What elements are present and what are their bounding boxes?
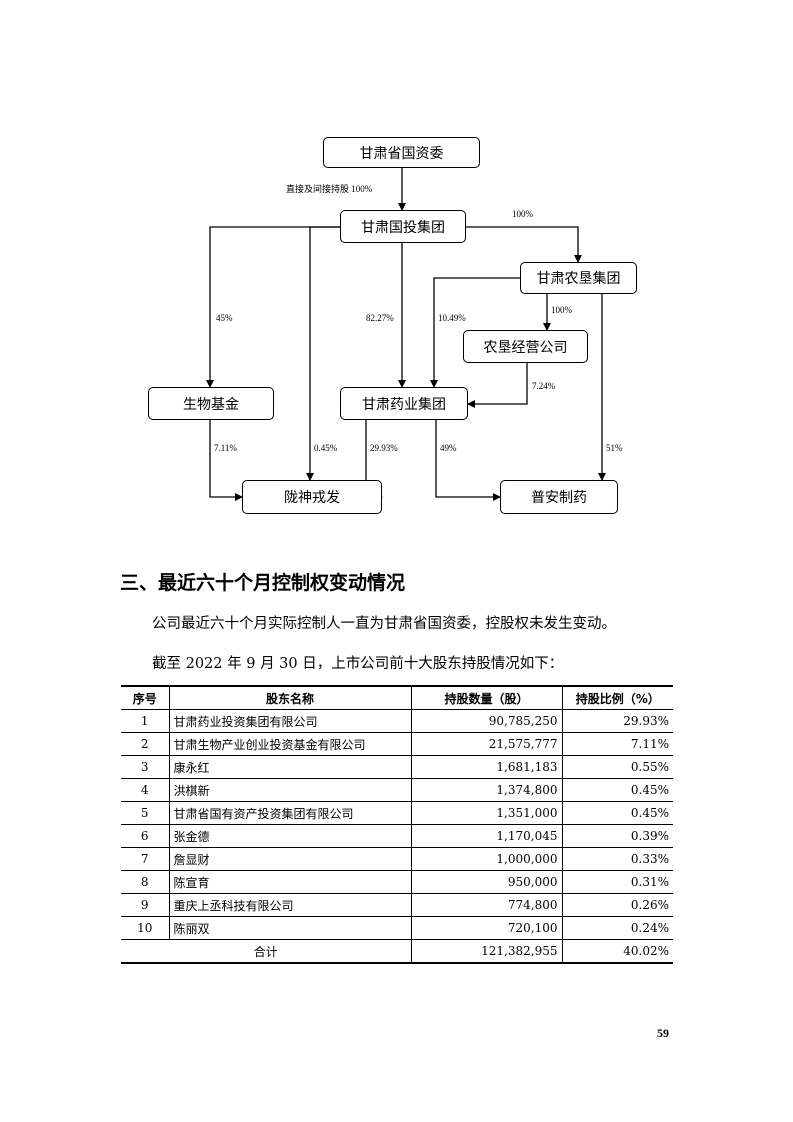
label-nongken-to-puan: 51%	[606, 443, 623, 453]
cell-holder-name: 詹显财	[168, 847, 411, 871]
table-header-row: 序号 股东名称 持股数量（股） 持股比例（%）	[121, 686, 673, 710]
section-heading: 三、最近六十个月控制权变动情况	[120, 572, 406, 594]
cell-index: 10	[121, 916, 169, 940]
cell-index: 2	[121, 732, 169, 756]
cell-share-ratio: 29.93%	[561, 709, 673, 733]
cell-holder-name: 甘肃省国有资产投资集团有限公司	[168, 801, 411, 825]
node-bio-fund: 生物基金	[148, 387, 274, 420]
cell-holder-name: 陈宣育	[168, 870, 411, 894]
cell-share-count: 1,681,183	[410, 755, 562, 779]
cell-holder-name: 重庆上丞科技有限公司	[168, 893, 411, 917]
edge-guotou-to-nongken	[466, 226, 582, 263]
node-gansu-guotou: 甘肃国投集团	[340, 210, 466, 243]
header-share-ratio: 持股比例（%）	[561, 686, 673, 710]
label-guotou-to-yaoye: 82.27%	[366, 313, 394, 323]
label-yaoye-to-longshen: 29.93%	[370, 443, 398, 453]
cell-share-ratio: 0.45%	[561, 778, 673, 802]
cell-share-ratio: 7.11%	[561, 732, 673, 756]
cell-share-ratio: 0.55%	[561, 755, 673, 779]
label-sasac-to-guotou: 直接及间接持股 100%	[286, 184, 373, 194]
cell-holder-name: 陈丽双	[168, 916, 411, 940]
cell-share-ratio: 0.26%	[561, 893, 673, 917]
cell-share-count: 1,374,800	[410, 778, 562, 802]
node-gansu-yaoye: 甘肃药业集团	[340, 387, 468, 420]
cell-index: 7	[121, 847, 169, 871]
paragraph-control-unchanged: 公司最近六十个月实际控制人一直为甘肃省国资委，控股权未发生变动。	[152, 616, 616, 632]
cell-share-ratio: 0.24%	[561, 916, 673, 940]
cell-holder-name: 甘肃生物产业创业投资基金有限公司	[168, 732, 411, 756]
total-share-count: 121,382,955	[410, 939, 562, 964]
edge-guotou-to-longshen	[306, 226, 340, 481]
node-gansu-sasac: 甘肃省国资委	[323, 137, 480, 168]
cell-index: 6	[121, 824, 169, 848]
page-number: 59	[657, 1026, 669, 1040]
cell-share-count: 1,000,000	[410, 847, 562, 871]
cell-holder-name: 张金德	[168, 824, 411, 848]
cell-share-count: 720,100	[410, 916, 562, 940]
diagram-connectors	[206, 168, 606, 501]
label-guotou-to-nongken: 100%	[512, 209, 533, 219]
label-jingying-to-yaoye: 7.24%	[532, 381, 556, 391]
edge-nongken-to-yaoye	[430, 277, 520, 388]
node-puan: 普安制药	[500, 480, 618, 514]
edge-yaoye-to-puan	[435, 420, 501, 501]
cell-share-ratio: 0.45%	[561, 801, 673, 825]
cell-share-count: 1,351,000	[410, 801, 562, 825]
cell-holder-name: 甘肃药业投资集团有限公司	[168, 709, 411, 733]
label-guotou-to-fund: 45%	[216, 313, 233, 323]
header-holder-name: 股东名称	[168, 686, 411, 710]
header-share-count: 持股数量（股）	[410, 686, 562, 710]
label-nongken-to-yaoye: 10.49%	[438, 313, 466, 323]
label-guotou-to-longshen: 0.45%	[314, 443, 338, 453]
edge-jingying-to-yaoye	[467, 363, 528, 408]
cell-share-ratio: 0.31%	[561, 870, 673, 894]
header-index: 序号	[121, 686, 169, 710]
cell-share-ratio: 0.39%	[561, 824, 673, 848]
cell-share-count: 21,575,777	[410, 732, 562, 756]
paragraph-top-ten-intro: 截至 2022 年 9 月 30 日，上市公司前十大股东持股情况如下：	[152, 656, 564, 672]
cell-share-count: 1,170,045	[410, 824, 562, 848]
label-fund-to-longshen: 7.11%	[214, 443, 237, 453]
cell-share-count: 90,785,250	[410, 709, 562, 733]
cell-holder-name: 康永红	[168, 755, 411, 779]
cell-holder-name: 洪棋新	[168, 778, 411, 802]
cell-index: 1	[121, 709, 169, 733]
node-longshen: 陇神戎发	[242, 480, 382, 514]
total-share-ratio: 40.02%	[561, 939, 673, 964]
cell-index: 8	[121, 870, 169, 894]
cell-index: 4	[121, 778, 169, 802]
label-nongken-to-jingying: 100%	[551, 305, 572, 315]
edge-fund-to-longshen	[209, 420, 243, 501]
cell-index: 5	[121, 801, 169, 825]
label-yaoye-to-puan: 49%	[440, 443, 457, 453]
cell-share-count: 950,000	[410, 870, 562, 894]
cell-index: 3	[121, 755, 169, 779]
cell-share-ratio: 0.33%	[561, 847, 673, 871]
node-nongken-jingying: 农垦经营公司	[463, 330, 588, 363]
cell-share-count: 774,800	[410, 893, 562, 917]
total-label: 合计	[121, 939, 411, 964]
edge-guotou-to-fund	[206, 226, 340, 388]
cell-index: 9	[121, 893, 169, 917]
table-total-row: 合计 121,382,955 40.02%	[121, 939, 673, 964]
node-gansu-nongken: 甘肃农垦集团	[520, 262, 637, 294]
